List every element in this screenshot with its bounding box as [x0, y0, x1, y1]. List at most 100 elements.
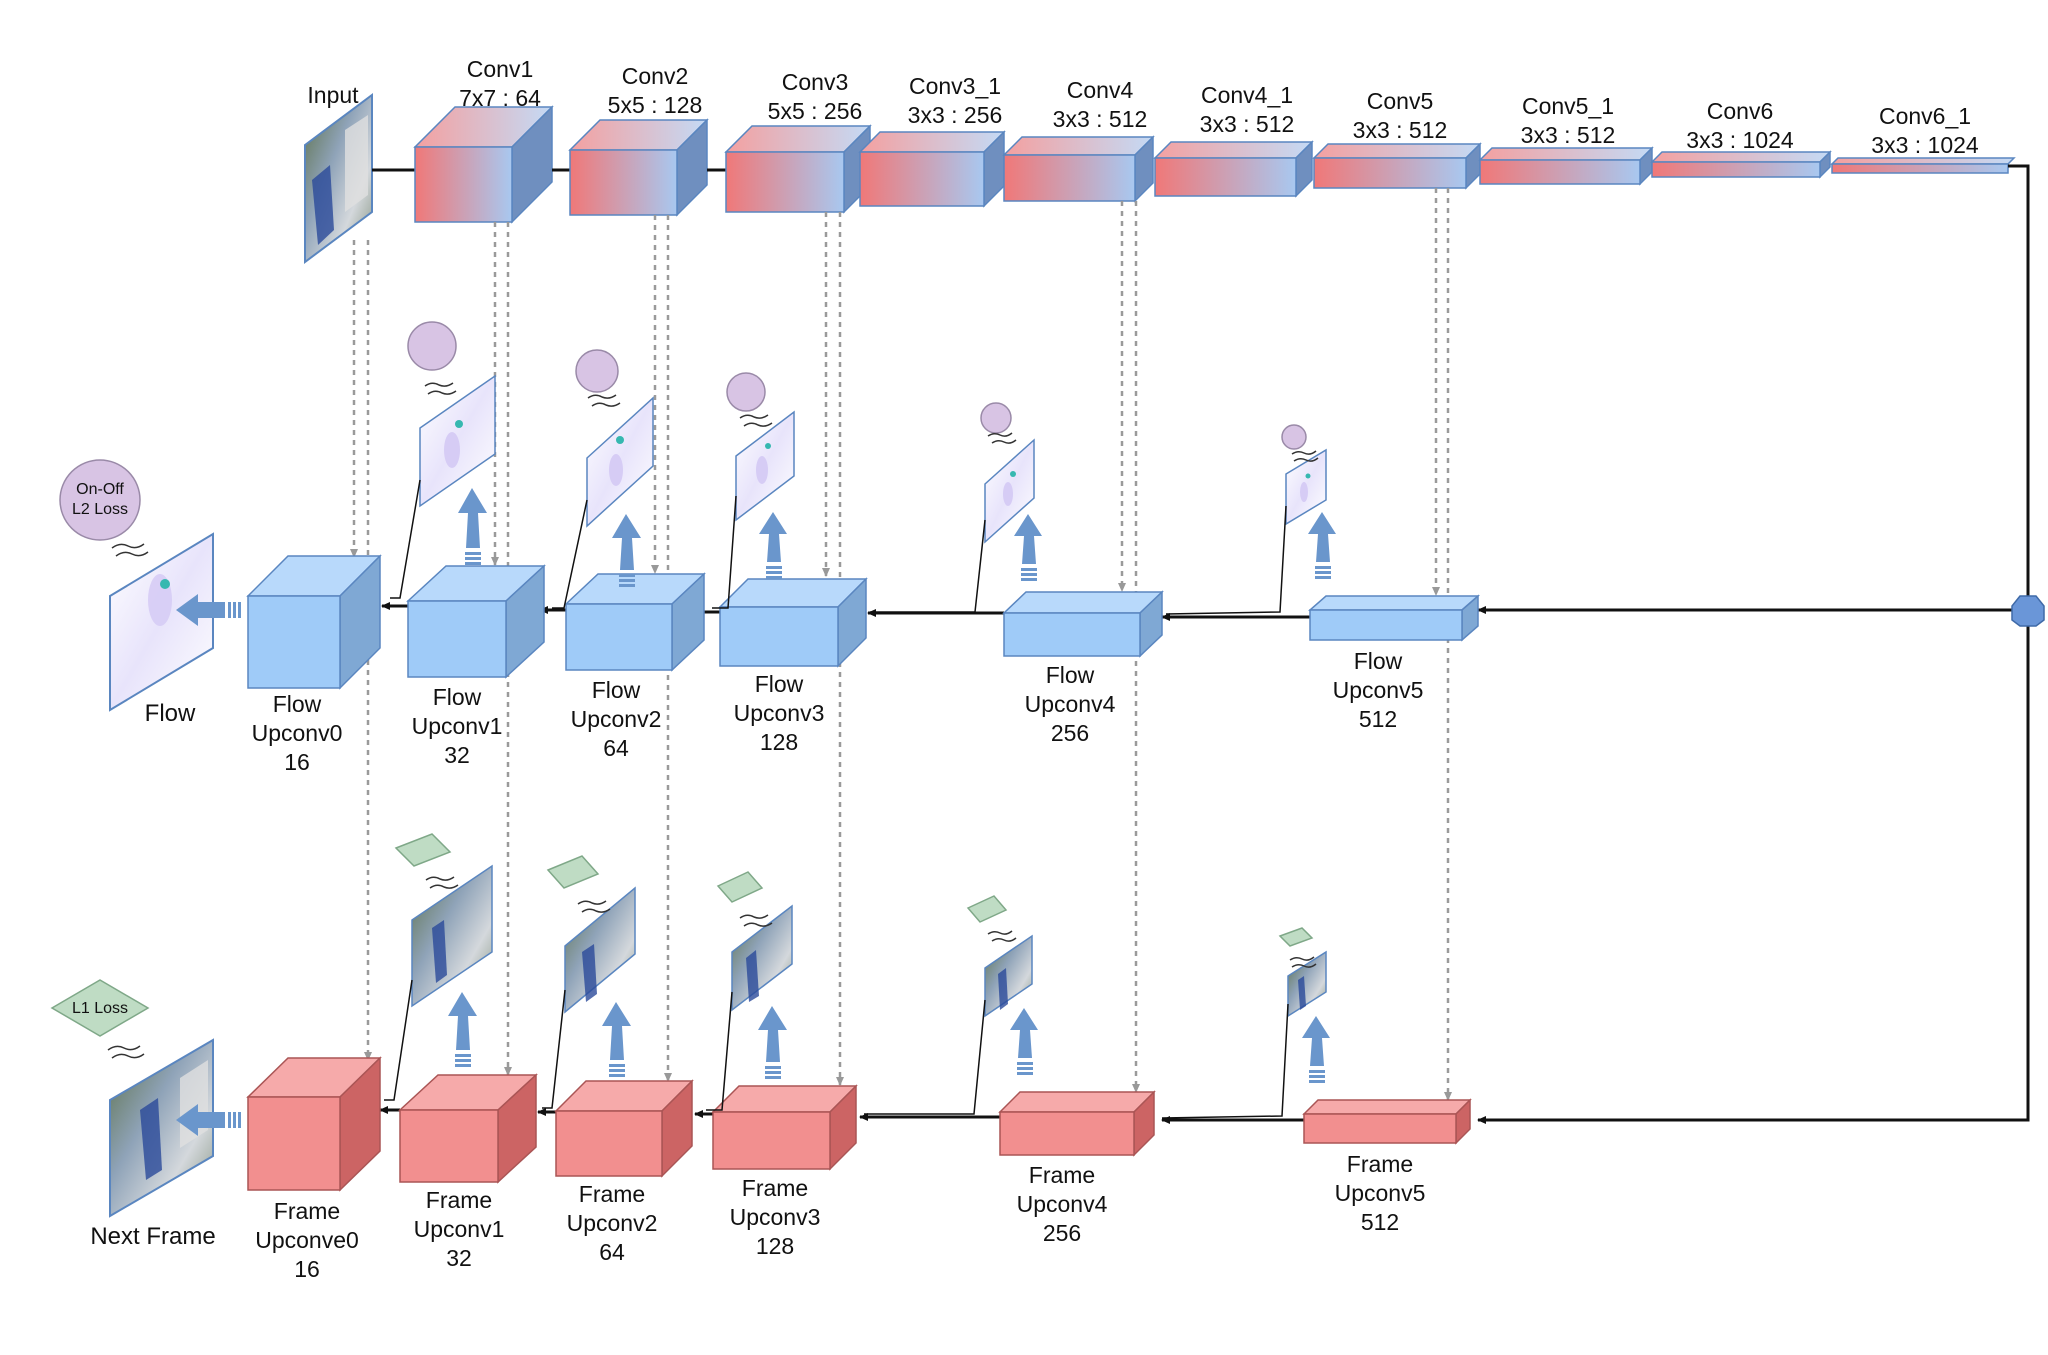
- frame-upconv2-l2: Upconv2: [567, 1210, 658, 1236]
- frame-upconv1-l2: Upconv1: [414, 1216, 505, 1242]
- conv3-name: Conv3: [782, 69, 848, 95]
- frame-upconv1-l1: Frame: [426, 1187, 492, 1213]
- conv1-spec: 7x7 : 64: [459, 85, 541, 111]
- left-arrow-icon: [176, 1104, 241, 1136]
- flow-upconv5-l1: Flow: [1354, 648, 1403, 674]
- flow-upconv5-l3: 512: [1359, 706, 1397, 732]
- split-node: [2011, 595, 2045, 627]
- flow-upconv3-l2: Upconv3: [734, 700, 825, 726]
- conv5-1-block: [1478, 146, 1654, 186]
- flow-loss-circle: On-Off L2 Loss: [59, 459, 149, 557]
- frame-upconv0-block: [246, 1056, 382, 1192]
- frame-upconv3-block: [711, 1084, 858, 1171]
- next-frame-output-image: [109, 1038, 214, 1218]
- flow-upconv5-l2: Upconv5: [1333, 677, 1424, 703]
- flow-output-image: [109, 532, 214, 712]
- frame-side-output-2: [542, 855, 636, 1109]
- flow-side-output-5: [1165, 424, 1336, 615]
- flow-labels: Flow Upconv0 16 Flow Upconv1 32 Flow Upc…: [252, 648, 1424, 775]
- conv3-block: [724, 124, 872, 214]
- flow-upconv0-l3: 16: [284, 749, 310, 775]
- flow-upconv4-l1: Flow: [1046, 662, 1095, 688]
- frame-upconv4-l2: Upconv4: [1017, 1191, 1108, 1217]
- flow-output-label: Flow: [145, 700, 196, 727]
- input-image: [304, 93, 373, 264]
- flow-upconv3-block: [718, 577, 868, 668]
- frame-upconv4-l3: 256: [1043, 1220, 1081, 1246]
- frame-loss-label: L1 Loss: [72, 1000, 128, 1017]
- flow-upconv2-l1: Flow: [592, 677, 641, 703]
- conv3-1-block: [858, 130, 1006, 208]
- conv5-1-name: Conv5_1: [1522, 93, 1614, 119]
- flow-upconv1-block: [406, 564, 546, 679]
- frame-upconv3-l2: Upconv3: [730, 1204, 821, 1230]
- conv5-spec: 3x3 : 512: [1353, 117, 1448, 143]
- conv2-spec: 5x5 : 128: [608, 92, 703, 118]
- flow-side-output-3: [712, 372, 795, 609]
- frame-upconv0-l2: Upconve0: [255, 1227, 359, 1253]
- frame-upconv0-l1: Frame: [274, 1198, 340, 1224]
- frame-upconv3-l1: Frame: [742, 1175, 808, 1201]
- flow-upconv4-block: [1002, 590, 1164, 658]
- flow-side-output-4: [870, 402, 1042, 613]
- conv4-spec: 3x3 : 512: [1053, 106, 1148, 132]
- conv4-name: Conv4: [1067, 77, 1134, 103]
- frame-side-output-1: [384, 833, 493, 1101]
- bottleneck-connector: [1477, 164, 2045, 1124]
- conv3-1-spec: 3x3 : 256: [908, 102, 1003, 128]
- frame-upconv2-l3: 64: [599, 1239, 625, 1265]
- frame-loss-diamond: L1 Loss: [50, 979, 150, 1059]
- conv4-1-spec: 3x3 : 512: [1200, 111, 1295, 137]
- flow-upconv3-l1: Flow: [755, 671, 804, 697]
- flow-upconv4-l3: 256: [1051, 720, 1089, 746]
- conv6-1-block: [1830, 157, 2016, 174]
- flow-upconv1-l2: Upconv1: [412, 713, 503, 739]
- flow-side-output-2: [552, 349, 654, 609]
- frame-upconv5-block: [1302, 1098, 1472, 1145]
- encoder-row: Input: [304, 56, 2016, 264]
- conv6-spec: 3x3 : 1024: [1686, 127, 1794, 153]
- flow-upconv0-l2: Upconv0: [252, 720, 343, 746]
- flow-upconv1-l3: 32: [444, 742, 470, 768]
- flow-upconv2-block: [564, 572, 706, 672]
- frame-upconv0-l3: 16: [294, 1256, 320, 1282]
- conv4-block: [1002, 135, 1155, 203]
- conv6-block: [1650, 150, 1832, 179]
- conv3-spec: 5x5 : 256: [768, 98, 863, 124]
- frame-upconv5-l1: Frame: [1347, 1151, 1413, 1177]
- frame-upconv4-l1: Frame: [1029, 1162, 1095, 1188]
- flow-upconv2-l3: 64: [603, 735, 629, 761]
- frame-labels: Frame Upconve0 16 Frame Upconv1 32 Frame…: [255, 1151, 1425, 1282]
- conv4-1-name: Conv4_1: [1201, 82, 1293, 108]
- flow-decoder-row: Flow Upconv0 16 Flow Upconv1 32 Flow Upc…: [59, 321, 1480, 775]
- flow-upconv0-block: [246, 554, 382, 690]
- conv3-1-name: Conv3_1: [909, 73, 1001, 99]
- input-label: Input: [307, 82, 359, 108]
- frame-upconv5-l2: Upconv5: [1335, 1180, 1426, 1206]
- frame-upconv2-l1: Frame: [579, 1181, 645, 1207]
- conv5-block: [1312, 142, 1482, 190]
- left-arrow-icon: [176, 594, 241, 626]
- frame-upconv5-l3: 512: [1361, 1209, 1399, 1235]
- flow-side-output-1: [390, 321, 496, 599]
- conv6-1-name: Conv6_1: [1879, 103, 1971, 129]
- conv2-name: Conv2: [622, 63, 688, 89]
- flow-upconv0-l1: Flow: [273, 691, 322, 717]
- flow-upconv4-l2: Upconv4: [1025, 691, 1116, 717]
- conv6-1-spec: 3x3 : 1024: [1871, 132, 1979, 158]
- frame-side-output-3: [706, 871, 793, 1111]
- flow-loss-l2: L2 Loss: [72, 501, 128, 518]
- frame-upconv2-block: [554, 1079, 694, 1178]
- frame-upconv1-block: [398, 1073, 538, 1184]
- flow-upconv3-l3: 128: [760, 729, 798, 755]
- flow-upconv5-block: [1308, 594, 1480, 642]
- flow-upconv2-l2: Upconv2: [571, 706, 662, 732]
- frame-upconv4-block: [998, 1090, 1156, 1157]
- flow-loss-l1: On-Off: [76, 481, 124, 498]
- next-frame-label: Next Frame: [90, 1223, 215, 1250]
- conv6-name: Conv6: [1707, 98, 1773, 124]
- conv1-name: Conv1: [467, 56, 533, 82]
- conv5-1-spec: 3x3 : 512: [1521, 122, 1616, 148]
- frame-side-output-4: [864, 895, 1038, 1115]
